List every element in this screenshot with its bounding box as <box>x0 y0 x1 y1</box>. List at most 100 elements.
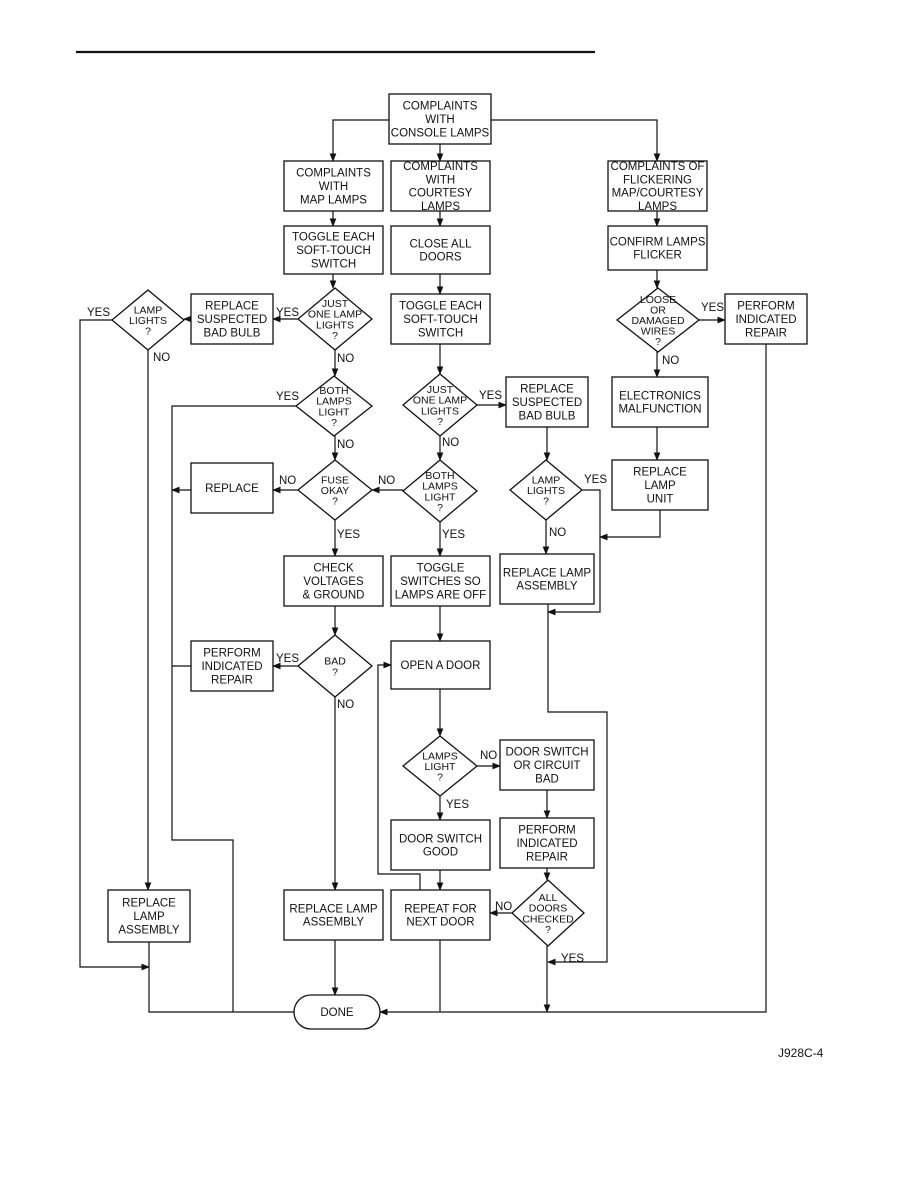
node-text: ALL <box>539 892 558 904</box>
node-text: NEXT DOOR <box>406 917 474 929</box>
node-text: FUSE <box>321 474 349 486</box>
node-bad: BAD? <box>296 634 374 698</box>
node-text: SUSPECTED <box>512 397 582 409</box>
node-text: REPLACE <box>205 483 259 495</box>
node-text: TOGGLE <box>417 563 465 575</box>
node-text: CLOSE ALL <box>409 238 472 250</box>
node-text: FLICKERING <box>623 174 692 186</box>
node-close-doors: CLOSE ALL DOORS <box>390 225 491 275</box>
node-text: REPAIR <box>745 327 787 339</box>
node-text: ONE LAMP <box>308 309 362 321</box>
node-text: LAMP <box>134 304 163 316</box>
node-text: TOGGLE EACH <box>292 232 375 244</box>
node-text: REPLACE <box>633 467 687 479</box>
node-text: LIGHTS <box>316 319 354 331</box>
node-text: REPLACE <box>520 384 574 396</box>
branch-label-yes: YES <box>561 953 584 965</box>
connector-51 <box>547 604 608 966</box>
branch-label-yes: YES <box>479 390 502 402</box>
branch-label-no: NO <box>378 475 395 487</box>
branch-label-yes: YES <box>442 529 465 541</box>
node-text: INDICATED <box>735 314 796 326</box>
node-text: COMPLAINTS <box>296 168 371 180</box>
node-text: WIRES <box>641 326 675 338</box>
node-text: ? <box>437 502 443 514</box>
node-text: COMPLAINTS OF <box>611 161 705 173</box>
node-text: OPEN A DOOR <box>401 660 481 672</box>
node-text: LAMPS <box>422 750 458 762</box>
branch-label-yes: YES <box>276 307 299 319</box>
connector-50 <box>599 510 661 541</box>
node-replace-assembly-1: REPLACE LAMP ASSEMBLY <box>499 553 595 605</box>
node-open-door: OPEN A DOOR <box>390 640 491 690</box>
node-text: LAMPS <box>638 201 677 213</box>
node-text: PERFORM <box>203 648 261 660</box>
node-text: BAD <box>535 773 559 785</box>
node-text: FLICKER <box>633 250 682 262</box>
branch-label-no: NO <box>662 355 679 367</box>
connector-42 <box>171 405 296 1012</box>
node-text: LAMPS <box>316 396 352 408</box>
node-text: LIGHTS <box>129 315 167 327</box>
node-text: DOORS <box>419 252 462 264</box>
figure-id: J928C-4 <box>778 1046 824 1060</box>
node-text: TOGGLE EACH <box>399 301 482 313</box>
node-replace-1: REPLACE <box>190 462 274 514</box>
node-text: REPAIR <box>211 674 253 686</box>
node-text: ASSEMBLY <box>118 924 179 936</box>
node-text: ? <box>332 496 338 508</box>
node-text: SWITCH <box>311 258 356 270</box>
node-text: LIGHT <box>425 491 457 503</box>
node-text: SUSPECTED <box>197 314 267 326</box>
node-text: MAP/COURTESY <box>612 188 704 200</box>
node-text: MALFUNCTION <box>618 404 701 416</box>
node-text: WITH <box>426 174 455 186</box>
node-text: CONFIRM LAMPS <box>610 236 706 248</box>
connector-48 <box>547 344 767 1013</box>
node-text: INDICATED <box>516 838 577 850</box>
node-text: LIGHTS <box>527 485 565 497</box>
node-text: JUST <box>322 298 349 310</box>
node-text: SOFT-TOUCH <box>403 314 478 326</box>
node-text: ? <box>543 496 549 508</box>
node-text: PERFORM <box>737 301 795 313</box>
node-text: PERFORM <box>518 825 576 837</box>
node-electronics: ELECTRONICS MALFUNCTION <box>611 376 709 428</box>
node-text: LIGHT <box>425 761 457 773</box>
node-text: ELECTRONICS <box>619 390 701 402</box>
node-text: SOFT-TOUCH <box>296 245 371 257</box>
branch-label-no: NO <box>337 699 354 711</box>
node-text: DOOR SWITCH <box>505 747 588 759</box>
node-text: REPLACE <box>122 898 176 910</box>
node-text: VOLTAGES <box>303 576 364 588</box>
node-text: REPLACE LAMP <box>503 567 592 579</box>
node-text: BOTH <box>425 470 454 482</box>
node-text: CHECKED <box>522 913 574 925</box>
node-text: DOOR SWITCH <box>399 833 482 845</box>
node-text: SWITCH <box>418 327 463 339</box>
node-text: ONE LAMP <box>413 395 467 407</box>
node-text: ASSEMBLY <box>516 581 577 593</box>
node-text: CHECK <box>313 563 354 575</box>
node-text: JUST <box>427 384 454 396</box>
node-text: LAMPS <box>421 201 460 213</box>
node-text: ? <box>655 336 661 348</box>
